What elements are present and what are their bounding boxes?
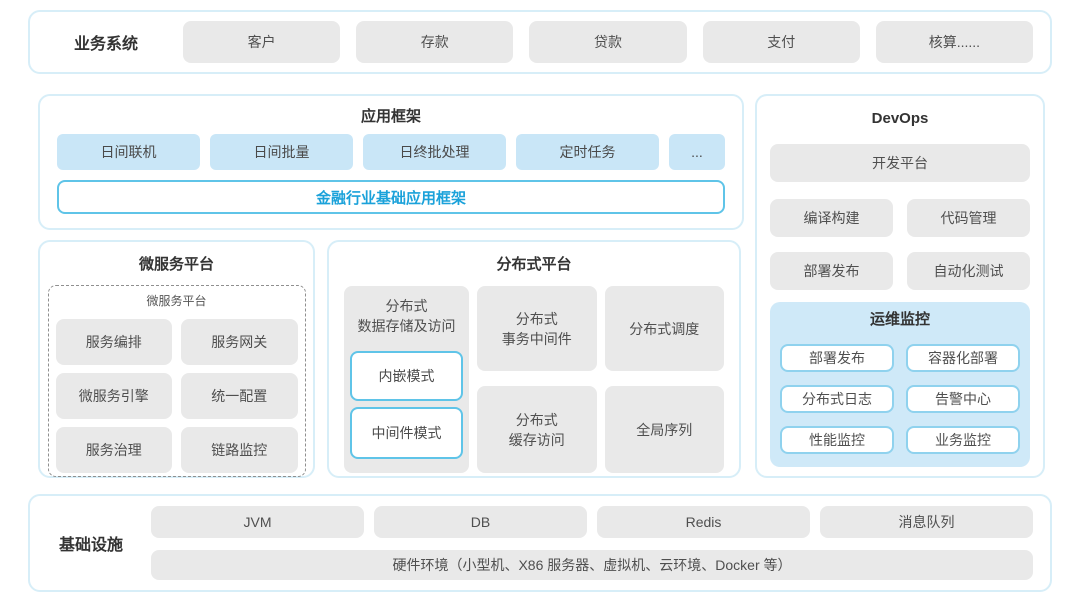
- monitor-item-deploy-release: 部署发布: [780, 344, 894, 372]
- devops-item-automated-testing: 自动化测试: [907, 252, 1030, 290]
- distributed-grid: 分布式 数据存储及访问 内嵌模式 中间件模式 分布式 事务中间件 分布式 缓存访…: [344, 286, 724, 473]
- app-framework-section: 应用框架 日间联机 日间批量 日终批处理 定时任务 ... 金融行业基础应用框架: [38, 94, 744, 230]
- business-item-payment: 支付: [702, 21, 860, 63]
- infrastructure-section: 基础设施 JVM DB Redis 消息队列 硬件环境（小型机、X86 服务器、…: [28, 494, 1052, 592]
- infra-item-message-queue: 消息队列: [820, 506, 1033, 538]
- distributed-item-transaction-middleware: 分布式 事务中间件: [477, 286, 597, 371]
- monitor-item-business-monitor: 业务监控: [906, 426, 1020, 454]
- monitor-item-containerized-deploy: 容器化部署: [906, 344, 1020, 372]
- microservice-title: 微服务平台: [138, 256, 214, 273]
- cache-access-line-1: 分布式: [515, 411, 558, 428]
- devops-row-build: 编译构建 代码管理: [770, 199, 1030, 237]
- distributed-storage-line-2: 数据存储及访问: [357, 318, 456, 334]
- dev-platform-box: 开发平台: [770, 144, 1030, 182]
- ops-monitor-row-3: 性能监控 业务监控: [780, 426, 1020, 454]
- devops-title: DevOps: [871, 110, 929, 127]
- business-systems-label: 业务系统: [73, 36, 138, 53]
- infrastructure-row: JVM DB Redis 消息队列: [151, 506, 1033, 538]
- infrastructure-items: JVM DB Redis 消息队列 硬件环境（小型机、X86 服务器、虚拟机、云…: [151, 506, 1033, 580]
- app-framework-items-row: 日间联机 日间批量 日终批处理 定时任务 ...: [57, 134, 725, 170]
- devops-section: DevOps 开发平台 编译构建 代码管理 部署发布 自动化测试 运维监控 部署…: [755, 94, 1045, 478]
- business-item-customer: 客户: [183, 21, 341, 63]
- microservice-inner-box: 微服务平台 服务编排 服务网关 微服务引擎 统一配置 服务治理 链路监控: [47, 285, 306, 477]
- app-framework-item-daytime-batch: 日间批量: [210, 134, 353, 170]
- distributed-item-scheduling: 分布式调度: [604, 286, 724, 371]
- monitor-item-distributed-log: 分布式日志: [780, 385, 894, 413]
- microservice-section: 微服务平台 微服务平台 服务编排 服务网关 微服务引擎 统一配置 服务治理 链路…: [38, 240, 315, 478]
- transaction-middleware-line-2: 事务中间件: [501, 330, 572, 347]
- microservice-inner-title: 微服务平台: [146, 294, 207, 308]
- business-items-row: 客户 存款 贷款 支付 核算......: [183, 21, 1034, 63]
- ops-monitor-row-1: 部署发布 容器化部署: [780, 344, 1020, 372]
- base-framework-box: 金融行业基础应用框架: [57, 180, 725, 214]
- ops-monitor-row-2: 分布式日志 告警中心: [780, 385, 1020, 413]
- app-framework-item-scheduled-task: 定时任务: [516, 134, 659, 170]
- hardware-env-box: 硬件环境（小型机、X86 服务器、虚拟机、云环境、Docker 等）: [151, 550, 1033, 580]
- business-item-loan: 贷款: [529, 21, 687, 63]
- infrastructure-label: 基础设施: [58, 537, 123, 554]
- distributed-section: 分布式平台 分布式 数据存储及访问 内嵌模式 中间件模式 分布式 事务中间件: [327, 240, 741, 478]
- distributed-storage-box: 分布式 数据存储及访问 内嵌模式 中间件模式: [344, 286, 469, 473]
- devops-item-code-management: 代码管理: [907, 199, 1030, 237]
- distributed-storage-line-1: 分布式: [385, 298, 428, 314]
- ops-monitor-title: 运维监控: [869, 311, 930, 328]
- distributed-title: 分布式平台: [496, 256, 572, 273]
- distributed-storage-label: 分布式 数据存储及访问: [358, 296, 456, 336]
- infra-item-jvm: JVM: [151, 506, 364, 538]
- infra-item-redis: Redis: [597, 506, 810, 538]
- ops-monitor-panel: 运维监控 部署发布 容器化部署 分布式日志 告警中心 性能监控 业务监控: [770, 302, 1030, 467]
- devops-item-deploy-release: 部署发布: [770, 252, 893, 290]
- infra-item-db: DB: [374, 506, 587, 538]
- microservice-item-orchestration: 服务编排: [55, 319, 172, 365]
- business-item-deposit: 存款: [356, 21, 514, 63]
- monitor-item-alert-center: 告警中心: [906, 385, 1020, 413]
- business-systems-section: 业务系统 客户 存款 贷款 支付 核算......: [28, 10, 1052, 74]
- microservice-item-governance: 服务治理: [55, 427, 172, 473]
- business-item-accounting: 核算......: [875, 21, 1034, 63]
- microservice-item-trace-monitor: 链路监控: [181, 427, 298, 473]
- microservice-grid: 服务编排 服务网关 微服务引擎 统一配置 服务治理 链路监控: [55, 319, 298, 473]
- cache-access-line-2: 缓存访问: [508, 431, 565, 448]
- app-framework-item-more: ...: [669, 134, 725, 170]
- app-framework-item-eod-batch: 日终批处理: [363, 134, 506, 170]
- app-framework-title: 应用框架: [360, 108, 421, 125]
- microservice-item-engine: 微服务引擎: [55, 373, 172, 419]
- microservice-item-unified-config: 统一配置: [181, 373, 298, 419]
- distributed-col-right: 分布式调度 全局序列: [604, 286, 724, 473]
- distributed-item-cache-access: 分布式 缓存访问: [477, 386, 597, 473]
- devops-row-deploy: 部署发布 自动化测试: [770, 252, 1030, 290]
- app-framework-item-daytime-online: 日间联机: [57, 134, 200, 170]
- cache-access-label: 分布式 缓存访问: [509, 410, 565, 450]
- storage-mode-middleware: 中间件模式: [350, 407, 463, 459]
- distributed-item-global-sequence: 全局序列: [604, 386, 724, 473]
- transaction-middleware-label: 分布式 事务中间件: [502, 309, 572, 349]
- storage-mode-embedded: 内嵌模式: [350, 351, 463, 401]
- transaction-middleware-line-1: 分布式: [515, 310, 558, 327]
- microservice-item-gateway: 服务网关: [181, 319, 298, 365]
- devops-item-compile-build: 编译构建: [770, 199, 893, 237]
- distributed-col-middle: 分布式 事务中间件 分布式 缓存访问: [477, 286, 597, 473]
- monitor-item-performance-monitor: 性能监控: [780, 426, 894, 454]
